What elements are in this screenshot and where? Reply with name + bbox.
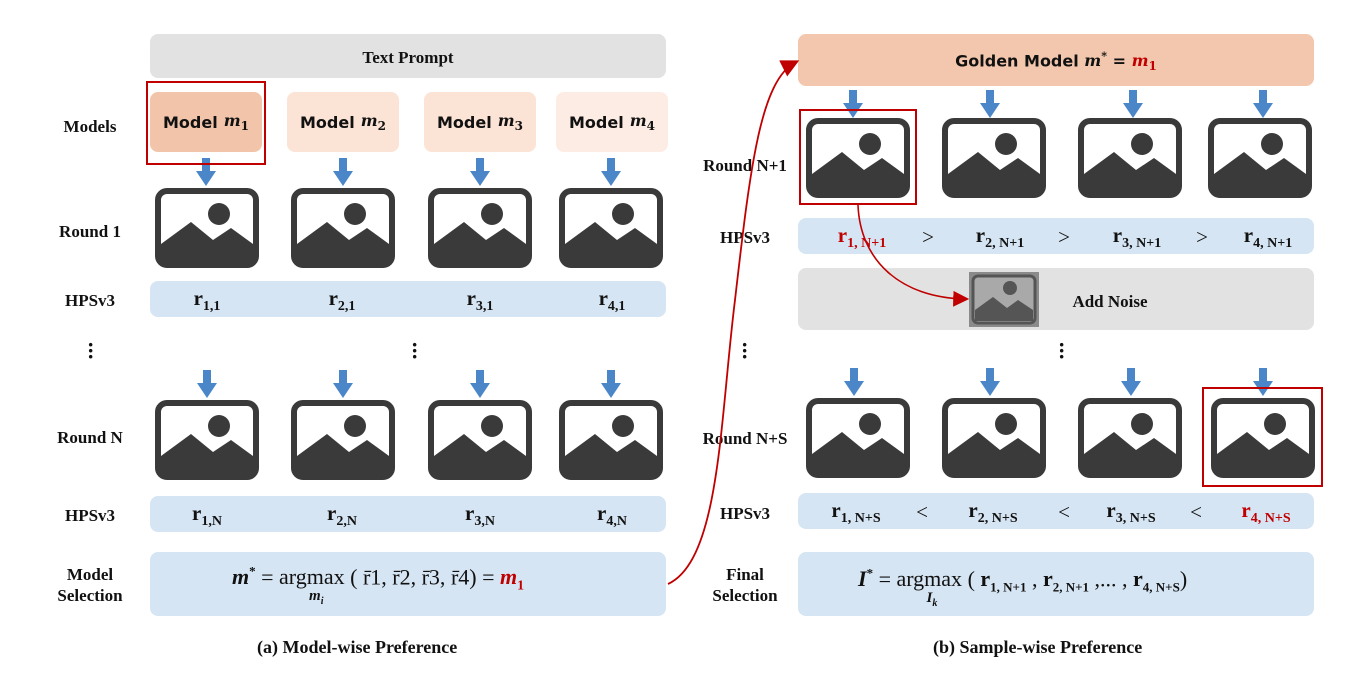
image-icon-rN1-1: [809, 121, 907, 195]
compare-op-N1-1: >: [922, 225, 934, 249]
vdots-right-mid: ···: [1058, 332, 1066, 369]
image-icon-r1-1: [158, 191, 256, 265]
score-r3-NS: r3, N+S: [1106, 498, 1156, 527]
score-r4-NS: r4, N+S: [1241, 498, 1291, 527]
arrow-down-golden-3: [1123, 90, 1143, 118]
roundNS-row-label: Round N+S: [702, 429, 788, 448]
vdots-right-labels: ···: [741, 332, 749, 369]
image-icon-rNS-2: [945, 401, 1043, 475]
score-r3-1: r3,1: [466, 286, 494, 315]
score-r3-N: r3,N: [465, 501, 495, 530]
vdots-left-mid: ···: [411, 332, 419, 369]
image-icon-rN1-4: [1211, 121, 1309, 195]
arrow-down-rN-1: [197, 370, 217, 398]
arrow-down-golden-1: [843, 90, 863, 118]
score-r2-N1: r2, N+1: [975, 223, 1025, 252]
arrow-down-model-3: [470, 158, 490, 186]
arrow-down-rNS-2: [980, 368, 1000, 396]
hps-bar-roundNS: [798, 493, 1314, 529]
hps-bar-roundN: [150, 496, 666, 532]
image-icon-rN-2: [294, 403, 392, 477]
score-r1-N: r1,N: [192, 501, 222, 530]
curve-arrow-to-golden: [667, 60, 800, 585]
image-icon-rN1-2: [945, 121, 1043, 195]
arrow-down-rN-2: [333, 370, 353, 398]
text-prompt-bar: [150, 34, 666, 78]
caption-sample-wise: (b) Sample-wise Preference: [933, 637, 1143, 657]
compare-op-NS-3: <: [1190, 500, 1202, 524]
score-r2-1: r2,1: [328, 286, 356, 315]
arrow-down-model-2: [333, 158, 353, 186]
final-selection-formula: I* = argmax Ik ( r1, N+1 , r2, N+1 ,... …: [858, 566, 1188, 610]
final-selection-bar: [798, 552, 1314, 616]
arrow-down-model-1: [196, 158, 216, 186]
arrow-down-rNS-3: [1121, 368, 1141, 396]
add-noise-bar: [798, 268, 1314, 330]
score-r4-1: r4,1: [598, 286, 626, 315]
model-selection-formula: m* = argmax mi ( r̄1, r̄2, r̄3, r̄4) = m…: [232, 564, 525, 608]
score-r3-N1: r3, N+1: [1112, 223, 1162, 252]
hps-row-label-1: HPSv3: [64, 291, 116, 310]
image-icon-r1-4: [562, 191, 660, 265]
roundN1-row-label: Round N+1: [703, 156, 787, 175]
image-icon-r1-3: [431, 191, 529, 265]
models-row-label: Models: [63, 117, 117, 136]
highlight-box-model-1: [146, 81, 266, 165]
hps-row-label-N: HPSv3: [64, 506, 116, 525]
highlight-box-rNS-4: [1202, 387, 1323, 487]
arrow-down-rN-3: [470, 370, 490, 398]
golden-model-label: Golden Model m* = m1: [955, 50, 1157, 74]
arrow-down-model-4: [601, 158, 621, 186]
model-selection-bar: [150, 552, 666, 616]
score-r4-N: r4,N: [597, 501, 627, 530]
roundN-row-label: Round N: [57, 428, 123, 447]
text-prompt-label: Text Prompt: [362, 48, 454, 67]
curve-arrow-to-noise: [857, 204, 970, 307]
arrow-down-rNS-4: [1253, 368, 1273, 396]
arrow-down-golden-4: [1253, 90, 1273, 118]
image-icon-rN-1: [158, 403, 256, 477]
compare-op-N1-2: >: [1058, 225, 1070, 249]
vdots-left-labels: ···: [87, 332, 95, 369]
image-icon-rN-4: [562, 403, 660, 477]
hps-bar-round1: [150, 281, 666, 317]
arrow-down-golden-2: [980, 90, 1000, 118]
arrow-down-rN-4: [601, 370, 621, 398]
image-icon-rNS-4: [1214, 401, 1312, 475]
arrow-down-rNS-1: [844, 368, 864, 396]
round1-row-label: Round 1: [59, 222, 121, 241]
image-icon-rN1-3: [1081, 121, 1179, 195]
score-r4-N1: r4, N+1: [1243, 223, 1293, 252]
score-r2-N: r2,N: [327, 501, 357, 530]
add-noise-label: Add Noise: [1072, 292, 1148, 311]
hps-bar-roundN1: [798, 218, 1314, 254]
image-icon-rNS-1: [809, 401, 907, 475]
golden-model-bar: [798, 34, 1314, 86]
score-r1-1: r1,1: [193, 286, 221, 315]
compare-op-NS-1: <: [916, 500, 928, 524]
image-icon-r1-2: [294, 191, 392, 265]
compare-op-N1-3: >: [1196, 225, 1208, 249]
score-r1-NS: r1, N+S: [831, 498, 881, 527]
caption-model-wise: (a) Model-wise Preference: [257, 637, 458, 657]
hps-row-label-right-2: HPSv3: [719, 504, 771, 523]
image-icon-rN-3: [431, 403, 529, 477]
score-r2-NS: r2, N+S: [968, 498, 1018, 527]
hps-row-label-right-1: HPSv3: [719, 228, 771, 247]
compare-op-NS-2: <: [1058, 500, 1070, 524]
highlight-box-rN1-1: [799, 109, 917, 205]
noisy-image-icon: [969, 272, 1039, 327]
image-icon-rNS-3: [1081, 401, 1179, 475]
